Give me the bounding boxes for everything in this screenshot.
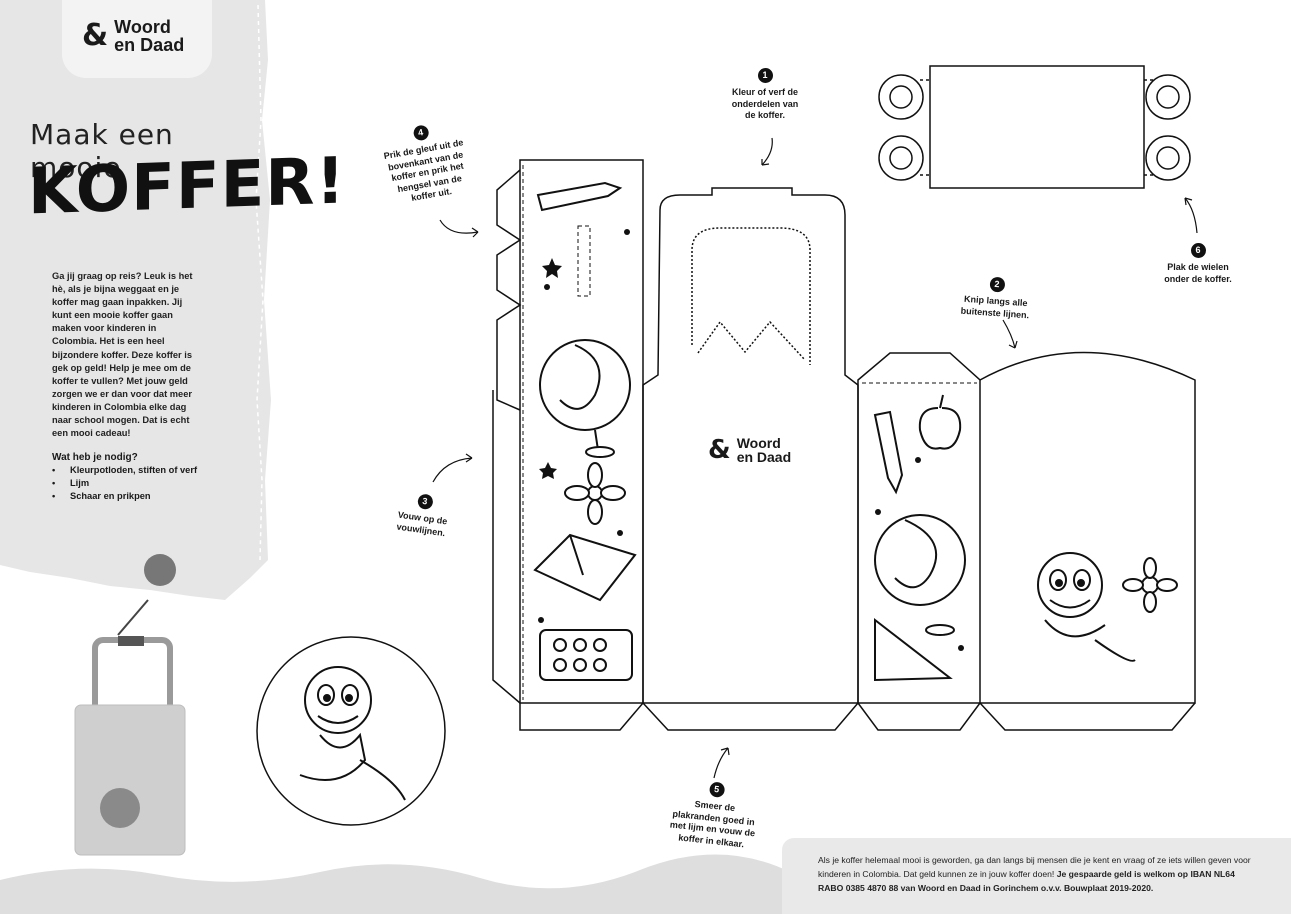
globe-icon <box>539 339 631 458</box>
pencil-icon <box>536 181 623 212</box>
title-big: KOFFER! <box>28 144 346 230</box>
monkey-icon <box>1037 552 1178 662</box>
step-4: 4 Prik de gleuf uit de bovenkant van de … <box>376 118 476 209</box>
footer-text: Als je koffer helemaal mooi is geworden,… <box>818 853 1258 895</box>
needs-list: Kleurpotloden, stiften of verf Lijm Scha… <box>52 465 197 504</box>
brand-line1: Woord <box>114 17 171 37</box>
step-1: 1 Kleur of verf de onderdelen van de kof… <box>728 68 802 122</box>
wheels-template <box>878 65 1191 189</box>
needs-heading: Wat heb je nodig? <box>52 452 138 463</box>
intro-text: Ga jij graag op reis? Leuk is het hè, al… <box>52 271 193 439</box>
monkey-circle <box>256 636 446 826</box>
apple-icon <box>918 394 962 450</box>
book-icon <box>533 533 637 602</box>
flower-icon <box>564 462 626 525</box>
brand-mark: & <box>708 435 731 465</box>
footer-bold: Je gespaarde geld is welkom op IBAN NL64… <box>818 869 1235 893</box>
step-text: Smeer de plakranden goed in met lijm en … <box>669 798 756 849</box>
brand-line2: en Daad <box>114 35 185 55</box>
step-number: 4 <box>411 124 430 142</box>
step-number: 2 <box>988 276 1005 293</box>
wheel-icon <box>878 74 1191 181</box>
step-6: 6 Plak de wielen onder de koffer. <box>1160 243 1236 285</box>
step-2: 2 Knip langs alle buitenste lijnen. <box>957 274 1036 321</box>
logo-card: & Woord en Daad <box>62 0 212 78</box>
brand-line1: Woord <box>736 435 781 451</box>
box-brand-logo: & Woord en Daad <box>708 436 791 464</box>
brand-logo: & Woord en Daad <box>82 18 184 54</box>
step-3: 3 Vouw op de vouwlijnen. <box>389 490 456 540</box>
step-number: 3 <box>416 493 434 511</box>
step-5: 5 Smeer de plakranden goed in met lijm e… <box>667 778 761 852</box>
monkey-icon <box>299 666 406 801</box>
footer-body: Als je koffer helemaal mooi is geworden,… <box>818 855 1251 879</box>
box-template <box>492 159 1196 731</box>
grainy-footer <box>0 854 790 914</box>
example-suitcase-photo <box>74 554 186 856</box>
pencil-icon <box>873 410 904 495</box>
paint-palette-icon <box>539 629 633 681</box>
step-text: Plak de wielen onder de koffer. <box>1164 262 1232 284</box>
list-item: Schaar en prikpen <box>52 491 197 504</box>
star-icon <box>538 229 964 651</box>
step-text: Kleur of verf de onderdelen van de koffe… <box>731 87 799 120</box>
brand-line2: en Daad <box>736 449 792 465</box>
step-number: 5 <box>708 781 725 798</box>
footer-box <box>782 838 1291 914</box>
side-panel-shape <box>0 0 271 600</box>
side-panel: & Woord en Daad Maak een mooie KOFFER! G… <box>0 0 346 600</box>
brand-mark: & <box>82 18 109 53</box>
globe-icon <box>874 514 966 636</box>
step-number: 1 <box>757 68 773 83</box>
list-item: Kleurpotloden, stiften of verf <box>52 465 197 478</box>
instruction-arrows <box>432 137 1198 779</box>
title-small: Maak een mooie <box>30 118 174 184</box>
step-number: 6 <box>1190 243 1206 258</box>
list-item: Lijm <box>52 478 197 491</box>
triangle-ruler-icon <box>874 617 953 682</box>
